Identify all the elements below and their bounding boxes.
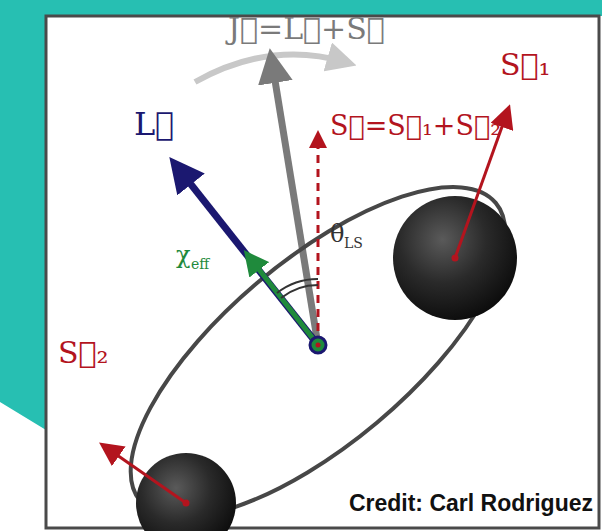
orbit bbox=[81, 132, 555, 531]
subscript-label: eff bbox=[191, 257, 209, 271]
symbol-label: θ bbox=[330, 222, 344, 246]
vector-label: S⃗=S⃗₁+S⃗₂ bbox=[330, 112, 501, 139]
l-vector bbox=[178, 168, 318, 345]
chi-eff-vector bbox=[250, 258, 318, 345]
s-vector bbox=[317, 136, 320, 345]
center-of-mass bbox=[316, 343, 321, 348]
symbol-label: χ bbox=[176, 243, 191, 267]
panel-frame bbox=[46, 16, 599, 528]
j-vector bbox=[272, 62, 318, 345]
subscript-label: LS bbox=[344, 236, 363, 250]
vector-label: L⃗ bbox=[134, 108, 174, 140]
black-hole bbox=[136, 453, 236, 531]
angle-arc bbox=[277, 279, 318, 293]
credit-text: Credit: Carl Rodriguez bbox=[346, 490, 596, 517]
vector-label: S⃗₁ bbox=[500, 50, 551, 80]
vector-label: J⃗=L⃗+S⃗ bbox=[228, 14, 385, 44]
vector-label: S⃗₂ bbox=[58, 338, 109, 368]
center-of-mass bbox=[310, 337, 326, 353]
s2-vector bbox=[104, 446, 186, 503]
